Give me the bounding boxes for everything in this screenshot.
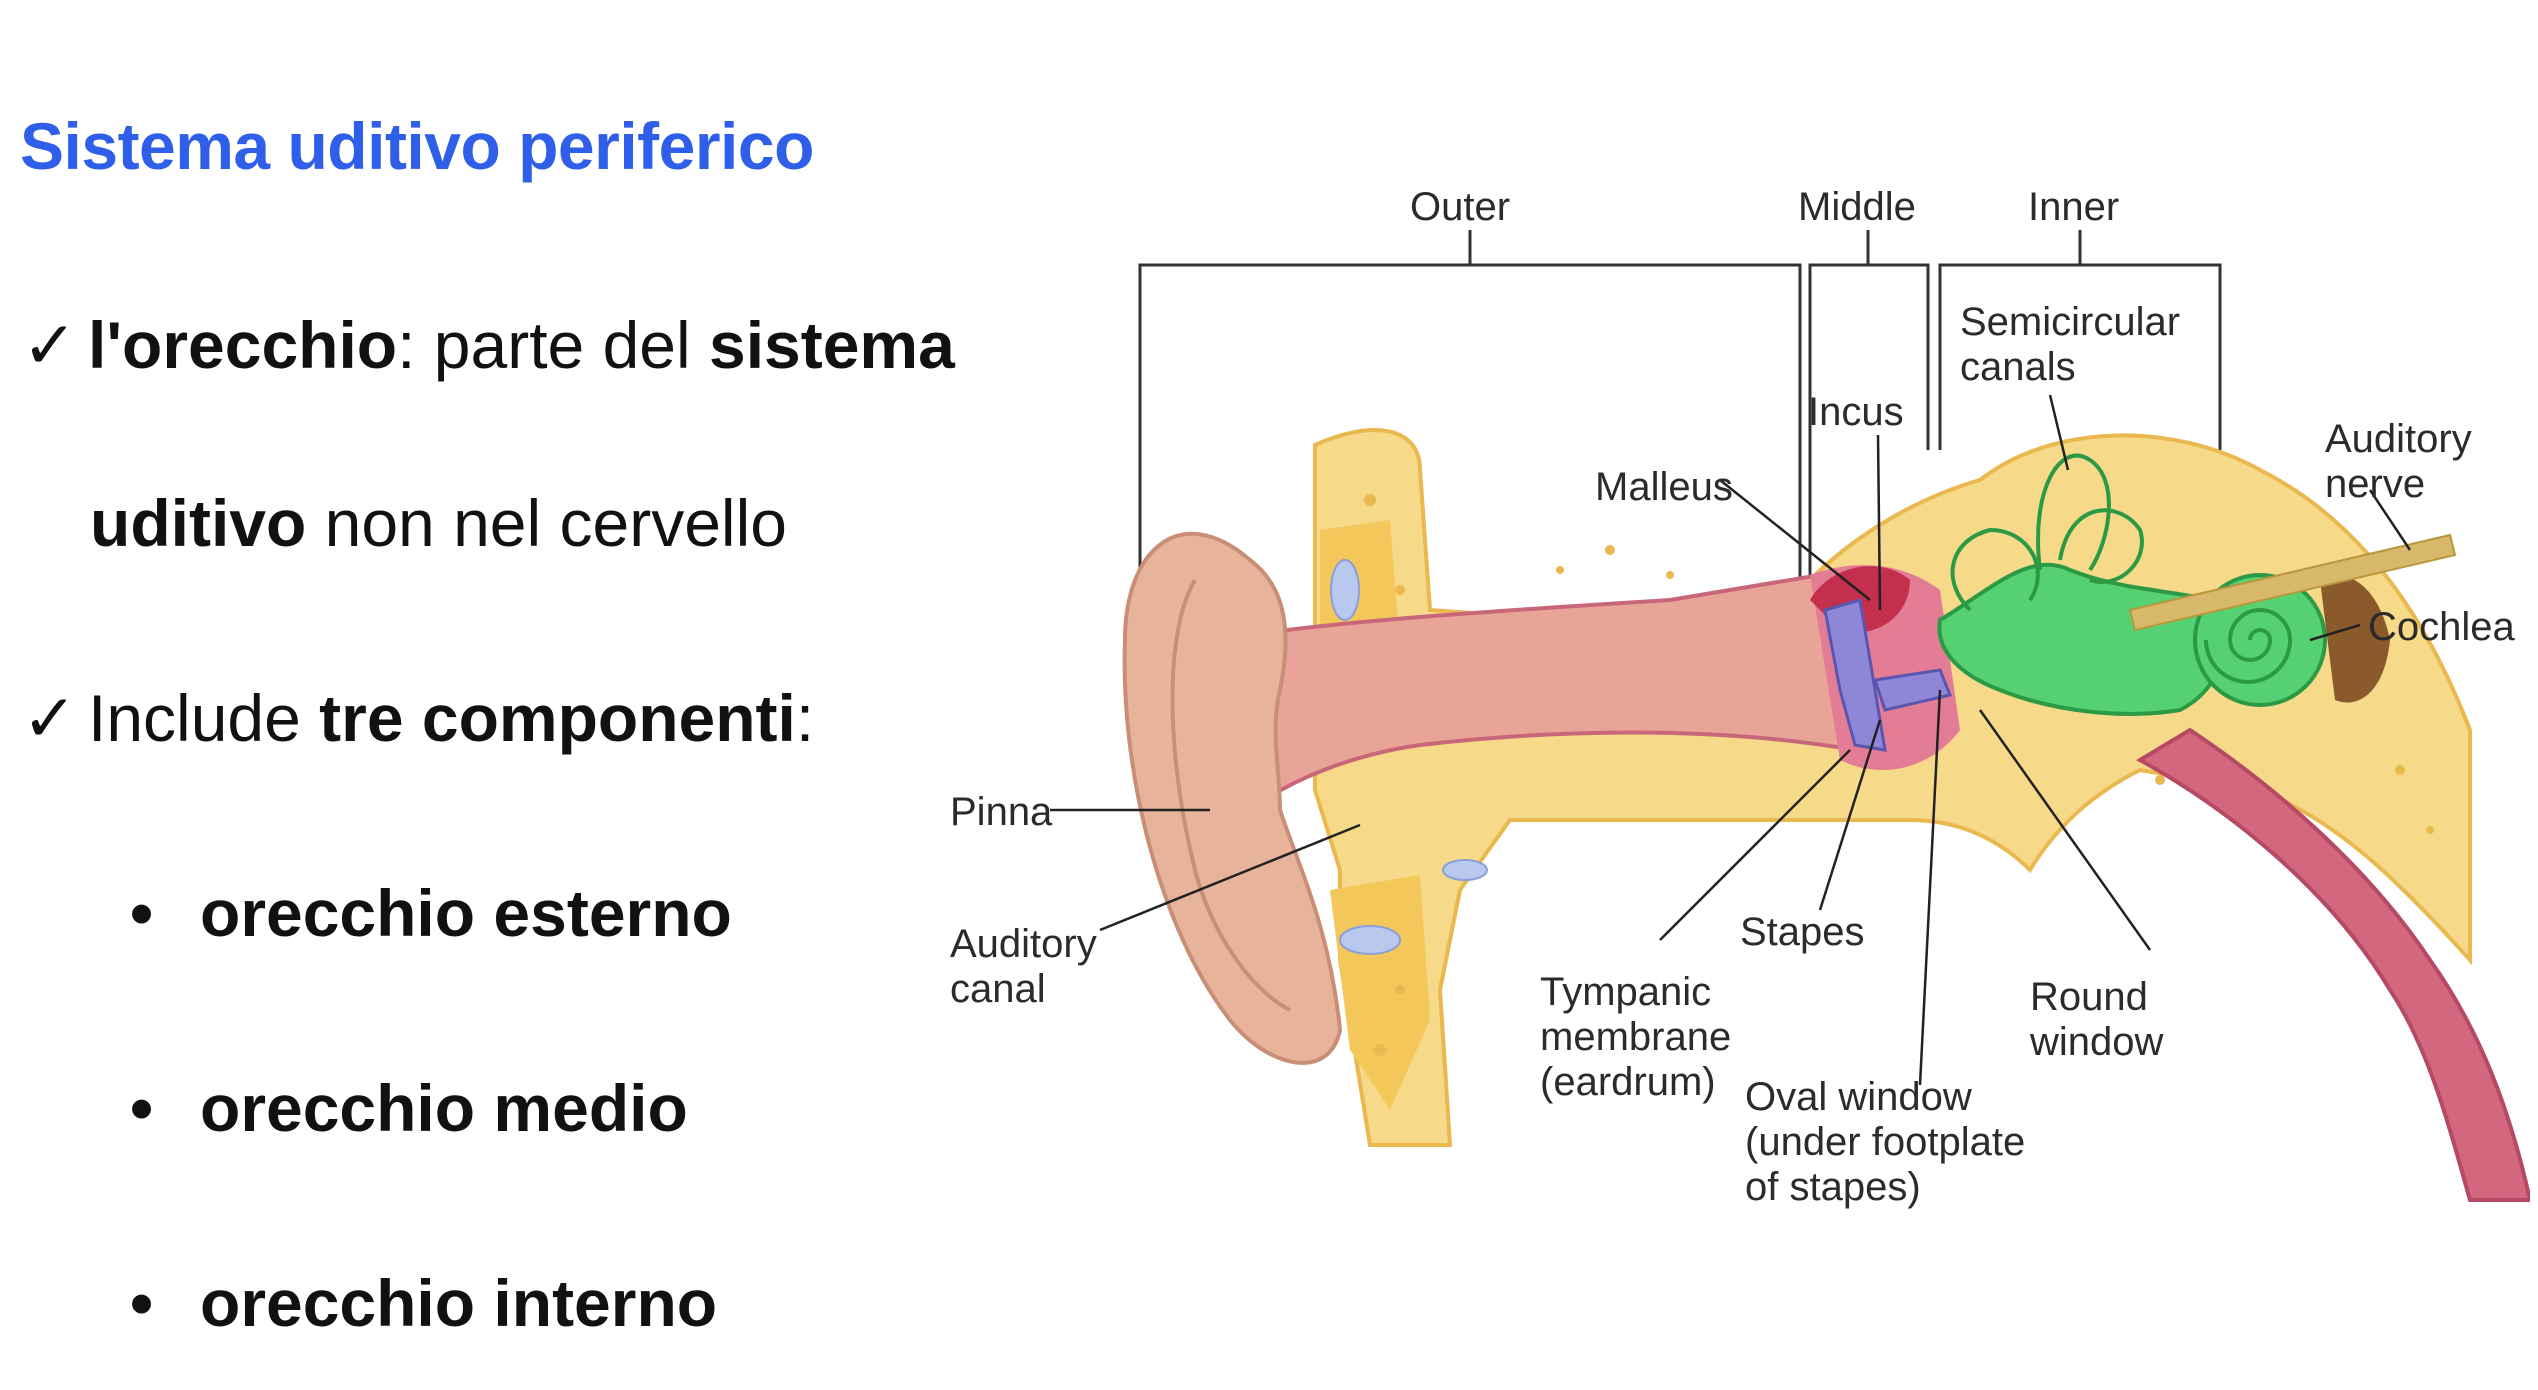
- term-sistema: sistema: [708, 308, 955, 382]
- label-inner: Inner: [2028, 185, 2119, 229]
- label-round-window-1: Round: [2030, 975, 2148, 1019]
- cochlea-spiral: [2204, 608, 2293, 684]
- label-outer: Outer: [1410, 185, 1510, 229]
- label-oval-window-3: of stapes): [1745, 1165, 1921, 1209]
- slide-title: Sistema uditivo periferico: [20, 109, 814, 183]
- ear-anatomy-diagram: Outer Middle Inner Semicircular canals I…: [950, 185, 2530, 1209]
- bullet-point-components: ✓Include tre componenti:: [22, 685, 814, 751]
- check-icon: ✓: [22, 308, 78, 382]
- stapes-shape: [1873, 668, 1953, 712]
- point-text: Include: [88, 681, 320, 755]
- ear-canal: [1248, 572, 1858, 814]
- label-auditory-canal-2: canal: [950, 967, 1046, 1011]
- semicircular-canal-2: [2058, 508, 2144, 584]
- label-tympanic-2: membrane: [1540, 1015, 1731, 1059]
- term-uditivo: uditivo: [90, 486, 307, 560]
- point-text: : parte del: [397, 308, 709, 382]
- label-auditory-nerve-2: nerve: [2325, 462, 2425, 506]
- list-item-inner-ear: •orecchio interno: [130, 1270, 717, 1336]
- label-malleus: Malleus: [1595, 465, 1733, 509]
- list-item-label: orecchio medio: [200, 1071, 688, 1145]
- label-oval-window-1: Oval window: [1745, 1075, 1972, 1119]
- ossicles-shape: [1823, 598, 1887, 752]
- bracket-outer: [1138, 263, 1802, 585]
- bullet-icon: •: [130, 1266, 154, 1340]
- point-text: non nel cervello: [306, 486, 787, 560]
- bullet-point-ear-continuation: uditivo non nel cervello: [90, 490, 787, 556]
- label-middle: Middle: [1798, 185, 1916, 229]
- list-item-label: orecchio esterno: [200, 876, 732, 950]
- bullet-point-ear: ✓l'orecchio: parte del sistema: [22, 312, 955, 378]
- label-auditory-canal-1: Auditory: [950, 922, 1097, 966]
- term-orecchio: l'orecchio: [88, 308, 398, 382]
- semicircular-canal-3: [1950, 527, 2040, 612]
- label-cochlea: Cochlea: [2368, 605, 2516, 649]
- point-text: :: [795, 681, 815, 755]
- leader-lines: [1050, 394, 2412, 1086]
- label-tympanic-3: (eardrum): [1540, 1060, 1716, 1104]
- temporal-bone: [1313, 428, 2472, 1147]
- label-tympanic-1: Tympanic: [1540, 970, 1711, 1014]
- label-semicircular-1: Semicircular: [1960, 300, 2180, 344]
- list-item-middle-ear: •orecchio medio: [130, 1075, 688, 1141]
- bullet-icon: •: [130, 876, 154, 950]
- label-semicircular-2: canals: [1960, 345, 2076, 389]
- label-round-window-2: window: [2029, 1020, 2164, 1064]
- check-icon: ✓: [22, 681, 78, 755]
- list-item-outer-ear: •orecchio esterno: [130, 880, 732, 946]
- label-stapes: Stapes: [1740, 910, 1865, 954]
- inner-ear: [1937, 453, 2227, 716]
- pinna-shape: [1122, 531, 1343, 1065]
- semicircular-canal-1: [2036, 453, 2111, 572]
- term-tre-componenti: tre componenti: [319, 681, 796, 755]
- auditory-nerve-shape: [2128, 533, 2457, 632]
- list-item-label: orecchio interno: [200, 1266, 718, 1340]
- bullet-icon: •: [130, 1071, 154, 1145]
- label-incus: Incus: [1808, 390, 1904, 434]
- eustachian-tube: [2136, 727, 2530, 1202]
- section-brackets: [1138, 230, 2222, 585]
- nerve-brown: [2320, 575, 2390, 703]
- label-auditory-nerve-1: Auditory: [2325, 417, 2472, 461]
- label-pinna: Pinna: [950, 790, 1053, 834]
- pinna-fold: [1170, 578, 1291, 1012]
- label-oval-window-2: (under footplate: [1745, 1120, 2025, 1164]
